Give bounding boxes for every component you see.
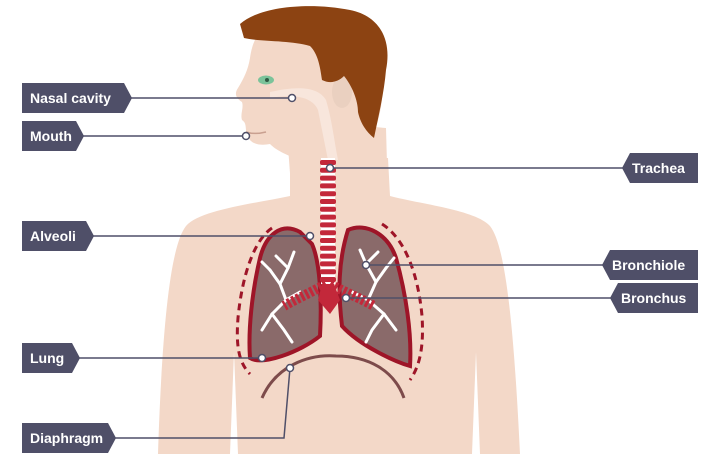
label-bronchiole: Bronchiole	[602, 250, 698, 280]
trachea-ring	[320, 199, 336, 204]
dot-diaphragm	[287, 365, 294, 372]
dot-trachea	[327, 165, 334, 172]
trachea-ring	[320, 269, 336, 274]
trachea-ring	[320, 238, 336, 243]
trachea-ring	[320, 261, 336, 266]
dot-mouth	[243, 133, 250, 140]
label-mouth: Mouth	[22, 121, 84, 151]
label-bronchiole-text: Bronchiole	[612, 257, 685, 273]
trachea-ring	[320, 246, 336, 251]
label-diaphragm: Diaphragm	[22, 423, 116, 453]
trachea-ring	[320, 183, 336, 188]
dot-bronchus	[343, 295, 350, 302]
dot-nasal-cavity	[289, 95, 296, 102]
pupil-shape	[265, 78, 269, 82]
trachea-ring	[320, 222, 336, 227]
label-bronchus: Bronchus	[610, 283, 698, 313]
label-lung: Lung	[22, 343, 80, 373]
trachea-ring	[320, 191, 336, 196]
label-lung-text: Lung	[30, 350, 64, 366]
label-mouth-text: Mouth	[30, 128, 72, 144]
label-trachea: Trachea	[622, 153, 698, 183]
trachea-ring	[320, 254, 336, 259]
trachea-ring	[320, 176, 336, 181]
dot-bronchiole	[363, 262, 370, 269]
trachea-ring	[320, 230, 336, 235]
label-nasal-cavity: Nasal cavity	[22, 83, 132, 113]
dot-lung	[259, 355, 266, 362]
label-alveoli-text: Alveoli	[30, 228, 76, 244]
label-bronchus-text: Bronchus	[621, 290, 687, 306]
human-figure-illustration	[158, 6, 520, 454]
label-trachea-text: Trachea	[632, 160, 685, 176]
label-nasal-cavity-text: Nasal cavity	[30, 90, 111, 106]
trachea-ring	[320, 215, 336, 220]
trachea-ring	[320, 207, 336, 212]
label-alveoli: Alveoli	[22, 221, 94, 251]
label-diaphragm-text: Diaphragm	[30, 430, 103, 446]
dot-alveoli	[307, 233, 314, 240]
